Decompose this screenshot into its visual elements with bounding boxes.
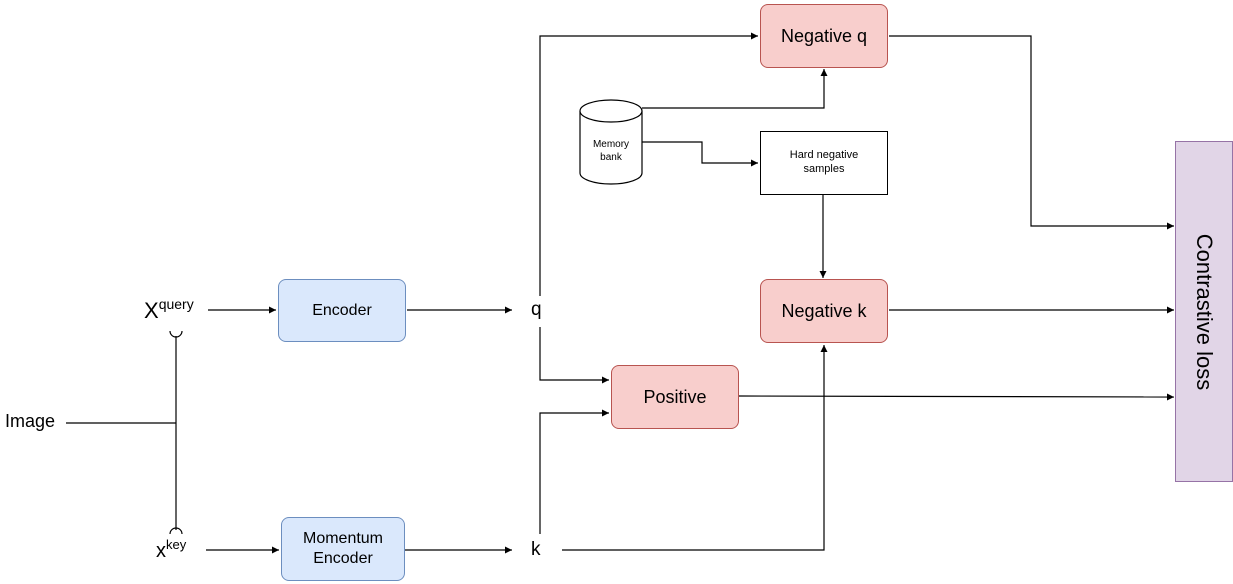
x-key-base: x — [156, 540, 166, 562]
memory-bank-line2: bank — [600, 152, 622, 163]
positive-box: Positive — [611, 365, 739, 429]
q-text: q — [531, 299, 542, 320]
negative-k-label: Negative k — [781, 300, 867, 321]
contrastive-loss-label: Contrastive loss — [1192, 233, 1217, 390]
key-cup — [169, 527, 183, 535]
image-text: Image — [5, 411, 56, 431]
arrow-positive-loss — [738, 393, 1175, 401]
q-label: q — [531, 299, 542, 321]
query-cup — [169, 330, 183, 338]
momentum-encoder-line2: Encoder — [313, 550, 373, 567]
encoder-box: Encoder — [278, 279, 406, 342]
arrow-k-positive — [539, 409, 609, 534]
arrow-k-negative-k — [562, 345, 828, 551]
contrastive-loss-box: Contrastive loss — [1175, 141, 1233, 482]
arrow-q-positive — [539, 327, 609, 384]
memory-bank-cylinder — [579, 99, 643, 185]
arrow-q-negative-q — [539, 32, 758, 296]
hard-negative-line2: samples — [803, 163, 845, 175]
encoder-label: Encoder — [312, 301, 372, 319]
k-text: k — [531, 539, 541, 560]
x-key-sup: key — [166, 537, 187, 552]
arrow-memory-negative-q — [642, 69, 828, 109]
positive-label: Positive — [643, 386, 707, 407]
negative-k-box: Negative k — [760, 279, 888, 343]
image-label: Image — [5, 411, 55, 432]
negative-q-label: Negative q — [780, 25, 868, 46]
x-key-label: xkey — [156, 537, 186, 563]
memory-bank-label: Memory bank — [580, 138, 642, 164]
hard-negative-line1: Hard negative — [789, 149, 859, 162]
arrow-negative-q-loss — [889, 35, 1174, 230]
x-query-sup: query — [158, 296, 194, 312]
arrow-memory-hard-negative — [642, 141, 758, 167]
x-query-base: X — [144, 298, 159, 323]
k-label: k — [531, 539, 541, 561]
x-query-label: Xquery — [144, 296, 194, 324]
negative-q-box: Negative q — [760, 4, 888, 68]
momentum-encoder-line1: Momentum — [302, 530, 384, 547]
momentum-encoder-box: Momentum Encoder — [281, 517, 405, 581]
hard-negative-box: Hard negative samples — [760, 131, 888, 195]
memory-bank-line1: Memory — [592, 139, 630, 150]
